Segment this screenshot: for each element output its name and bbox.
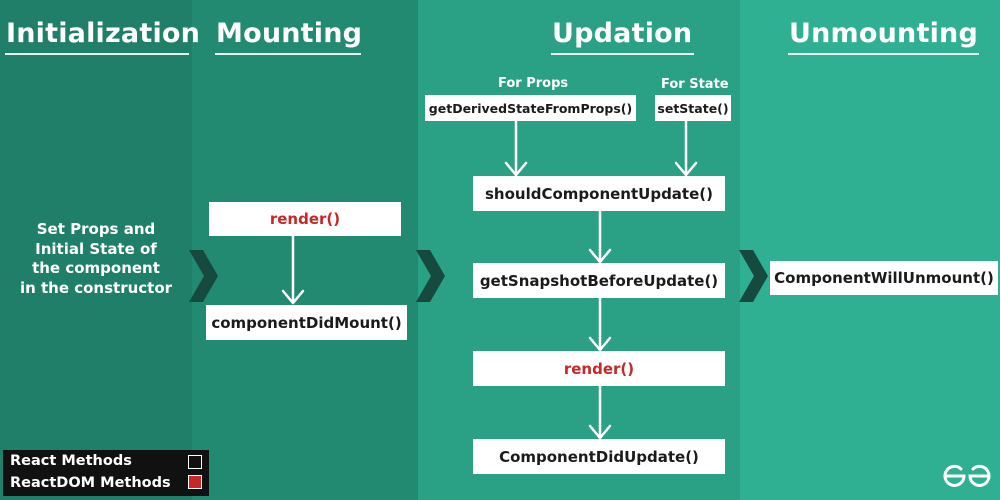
init-line-4: in the constructor <box>19 278 173 297</box>
initialization-panel <box>0 0 192 500</box>
should-component-update-box: shouldComponentUpdate() <box>473 176 725 211</box>
chevron-right-icon <box>189 250 218 302</box>
init-line-2: Initial State of <box>35 239 157 258</box>
get-snapshot-box: getSnapshotBeforeUpdate() <box>473 263 725 298</box>
initialization-underline <box>5 53 189 55</box>
update-render-box: render() <box>473 351 725 386</box>
geeksforgeeks-logo-icon <box>943 464 991 487</box>
legend-react-label: React Methods <box>10 453 132 469</box>
chevron-right-icon <box>416 250 445 302</box>
mounting-panel <box>192 0 418 500</box>
legend-reactdom-label: ReactDOM Methods <box>10 475 171 491</box>
legend-reactdom-swatch <box>188 475 202 489</box>
legend: React Methods ReactDOM Methods <box>3 450 209 496</box>
get-derived-state-box: getDerivedStateFromProps() <box>425 95 636 121</box>
mount-render-box: render() <box>209 202 401 236</box>
props-arrowhead <box>504 161 528 177</box>
for-state-label: For State <box>661 77 729 92</box>
initialization-heading: Initialization <box>6 18 201 49</box>
for-props-label: For Props <box>498 76 569 91</box>
render-arrowhead <box>588 424 612 440</box>
component-did-mount-box: componentDidMount() <box>206 305 407 340</box>
init-line-1: Set Props and <box>36 220 156 238</box>
updation-heading: Updation <box>552 18 693 49</box>
mounting-underline <box>215 53 361 55</box>
chevron-right-icon <box>739 250 768 302</box>
state-arrowhead <box>674 161 698 177</box>
snapshot-arrowhead <box>588 336 612 352</box>
initialization-description: Set Props and Initial State of the compo… <box>10 220 182 298</box>
component-did-update-box: ComponentDidUpdate() <box>473 439 725 474</box>
mount-arrowhead <box>281 289 305 305</box>
unmounting-panel <box>740 0 1000 500</box>
unmounting-heading: Unmounting <box>789 18 978 49</box>
component-will-unmount-box: ComponentWillUnmount() <box>770 261 998 295</box>
legend-react-swatch <box>188 455 202 469</box>
updation-underline <box>551 53 694 55</box>
mounting-heading: Mounting <box>216 18 363 49</box>
unmounting-underline <box>788 53 979 55</box>
should-update-arrowhead <box>588 248 612 264</box>
set-state-box: setState() <box>655 95 731 121</box>
updation-panel <box>418 0 740 500</box>
init-line-3: the component <box>32 259 160 277</box>
